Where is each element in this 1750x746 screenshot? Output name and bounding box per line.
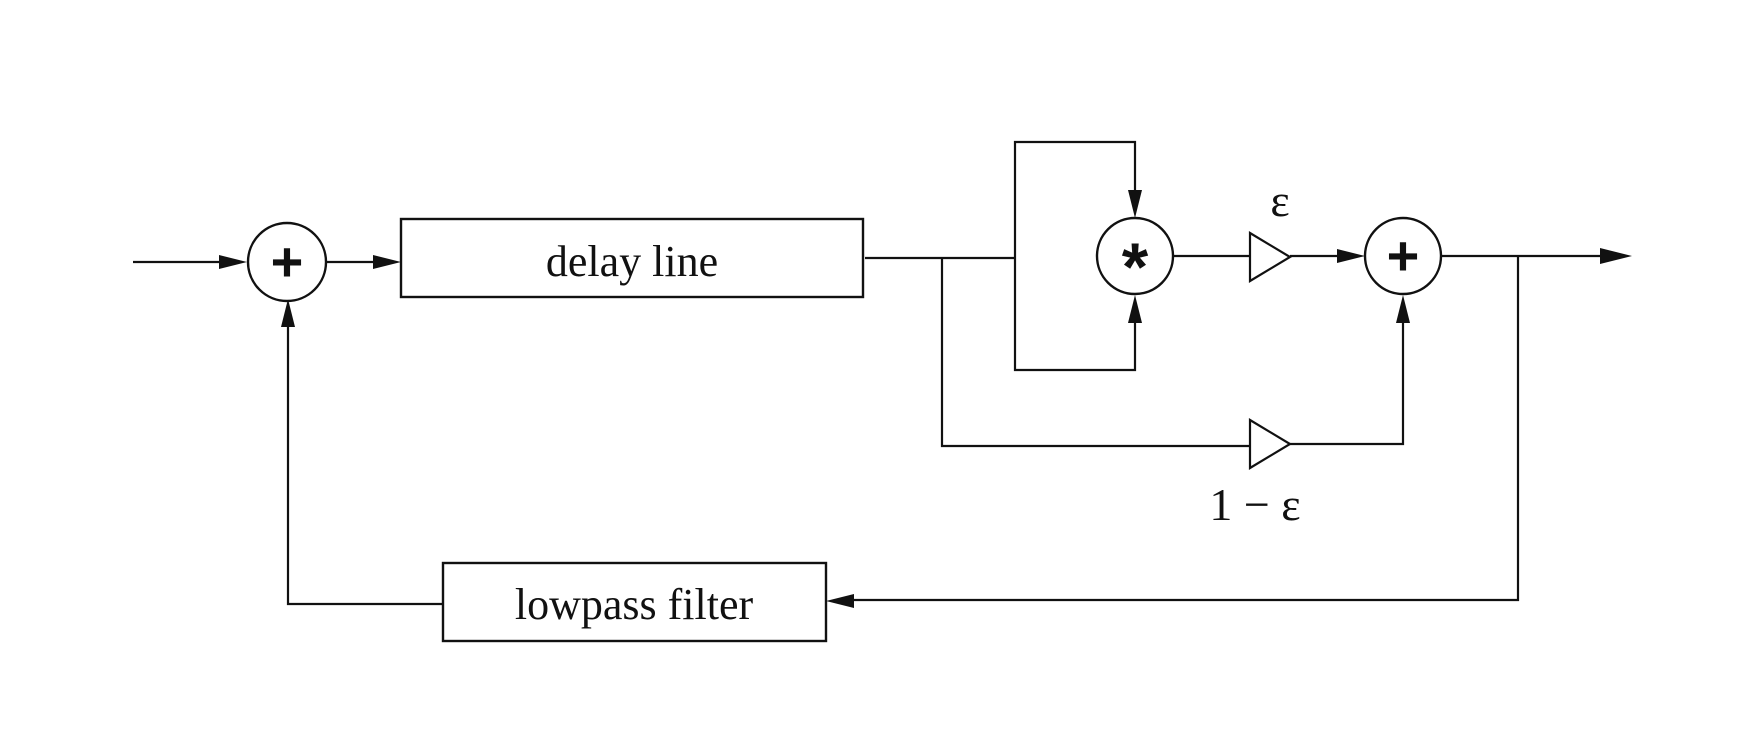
arrowheads <box>219 190 1632 608</box>
delay-line-box <box>399 217 865 299</box>
delay-line-block: delay line <box>399 217 865 299</box>
filter-to-sum-wire <box>286 310 443 606</box>
input-sum-node: + <box>246 221 328 303</box>
arrow-into-output-sum <box>1337 249 1365 263</box>
upper-gain: ε <box>1248 175 1293 283</box>
lower-gain-triangle <box>1248 418 1293 470</box>
lowpass-filter-block: lowpass filter <box>441 561 828 643</box>
lower-gain-to-sum-wire <box>1290 306 1405 446</box>
arrow-into-mult-top <box>1128 190 1142 218</box>
arrow-into-mult-bottom <box>1128 295 1142 323</box>
multiplier-symbol: * <box>1122 229 1149 305</box>
multiplier-node: * <box>1095 216 1175 305</box>
lowpass-filter-label: lowpass filter <box>515 580 754 629</box>
delay-line-label: delay line <box>546 237 718 286</box>
output-sum-node: + <box>1363 216 1443 296</box>
arrow-into-lowpass-filter <box>826 594 854 608</box>
input-sum-symbol: + <box>271 230 304 293</box>
multiplier-circle <box>1095 216 1175 296</box>
input-sum-circle <box>246 221 328 303</box>
upper-gain-triangle <box>1248 231 1293 283</box>
direct-branch-wire <box>940 258 1250 448</box>
upper-gain-label: ε <box>1270 175 1289 226</box>
arrow-into-input-sum-bottom <box>281 299 295 327</box>
wires <box>133 140 1600 606</box>
arrow-into-output-sum-bottom <box>1396 295 1410 323</box>
output-sum-symbol: + <box>1387 224 1420 287</box>
arrow-into-input-sum <box>219 255 247 269</box>
lowpass-filter-box <box>441 561 828 643</box>
lower-gain-label: 1 − ε <box>1209 479 1300 530</box>
arrow-output <box>1600 248 1632 264</box>
square-bottom-loop <box>1013 258 1137 372</box>
feedback-wire <box>838 256 1520 602</box>
square-top-loop <box>1013 140 1137 258</box>
lower-gain: 1 − ε <box>1209 418 1301 530</box>
output-sum-circle <box>1363 216 1443 296</box>
arrow-into-delay-line <box>373 255 401 269</box>
